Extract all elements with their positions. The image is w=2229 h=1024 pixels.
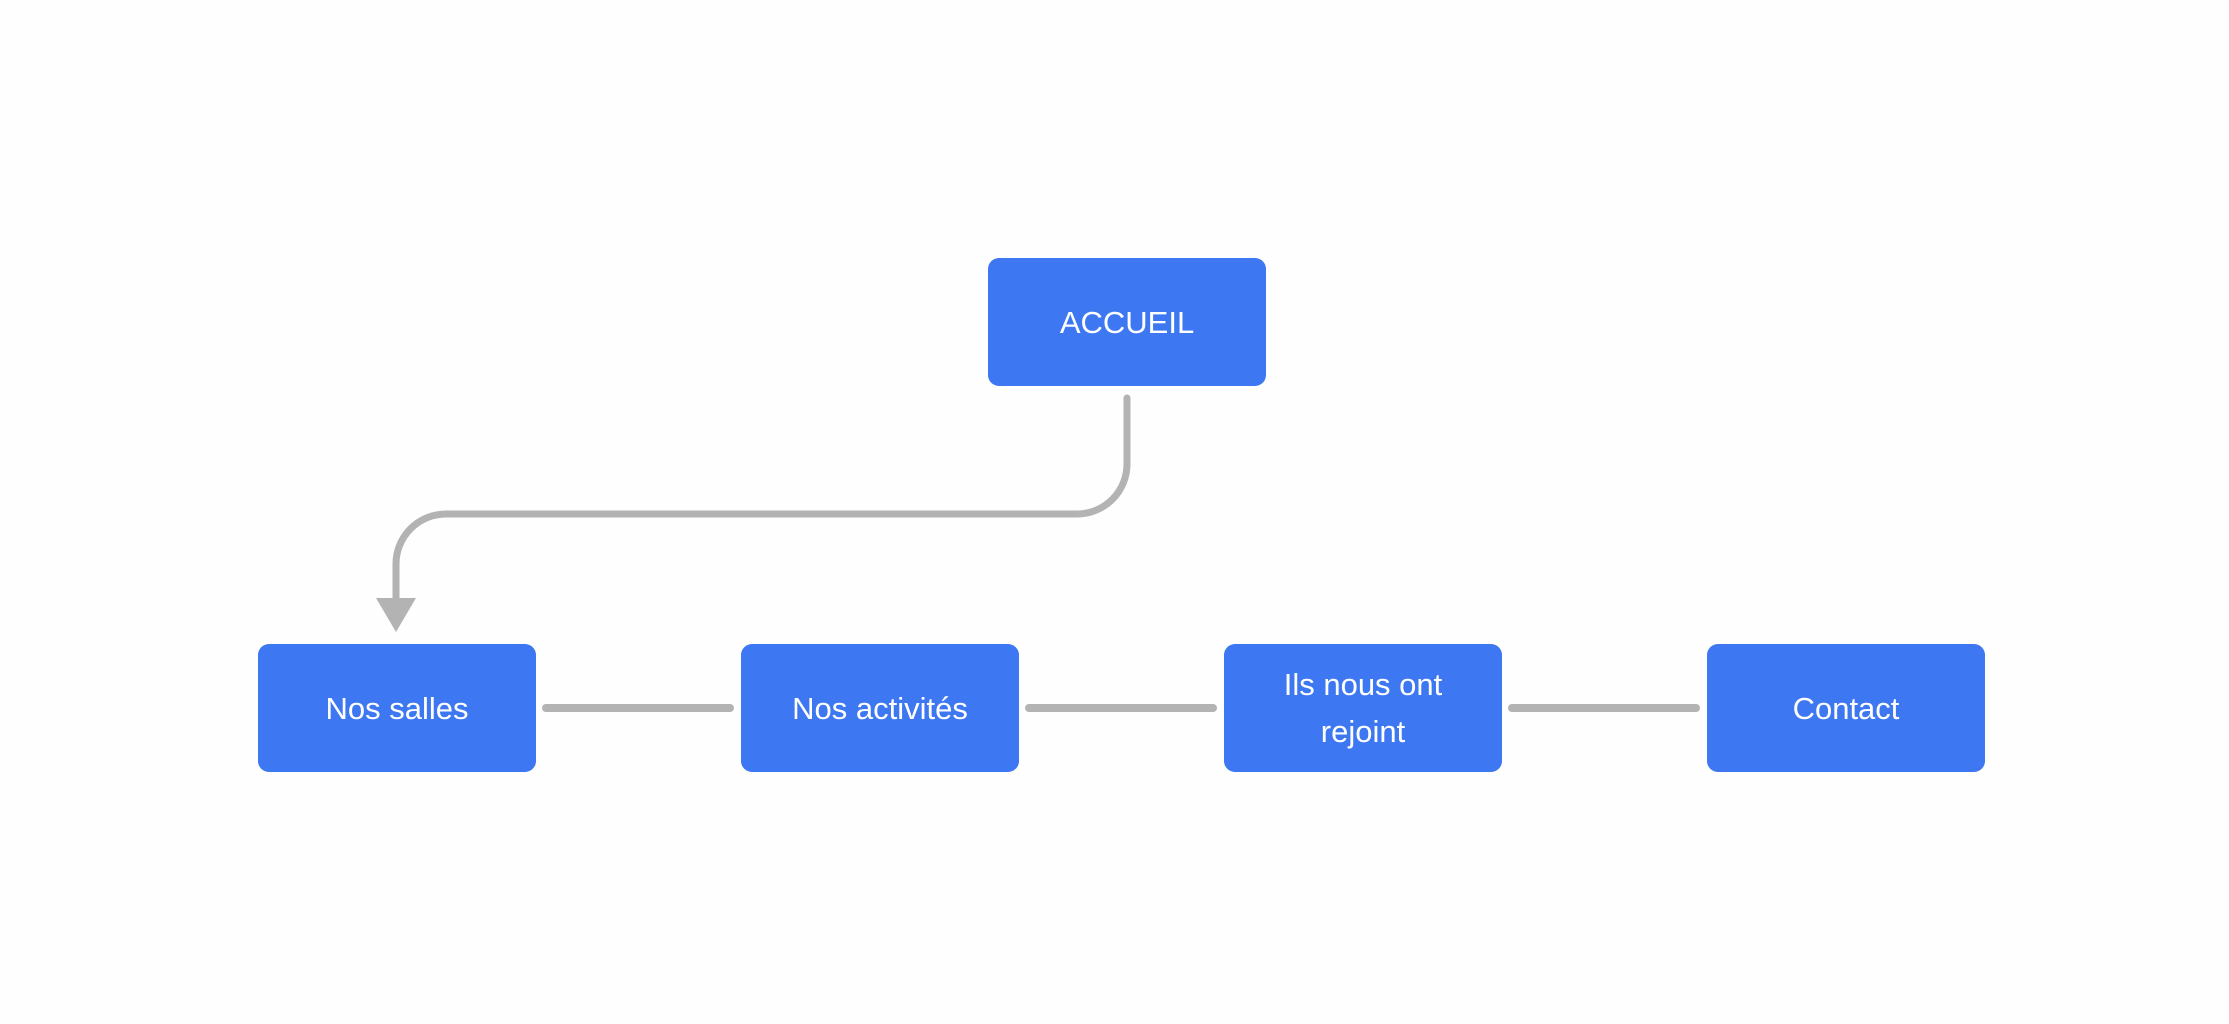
node-nos-salles[interactable]: Nos salles [258, 644, 536, 772]
node-label: Nos salles [325, 690, 469, 726]
node-nos-activites[interactable]: Nos activités [741, 644, 1019, 772]
arrowhead-icon [376, 598, 416, 632]
node-accueil[interactable]: ACCUEIL [988, 258, 1266, 386]
node-label: Nos activités [792, 690, 968, 726]
node-contact[interactable]: Contact [1707, 644, 1985, 772]
connector-accueil-to-salles [392, 394, 1131, 604]
node-ils-nous-ont-rejoint[interactable]: Ils nous ont rejoint [1224, 644, 1502, 772]
node-label: ACCUEIL [1059, 304, 1195, 340]
node-label: Contact [1792, 690, 1900, 726]
node-label: Ils nous ont rejoint [1283, 667, 1443, 749]
